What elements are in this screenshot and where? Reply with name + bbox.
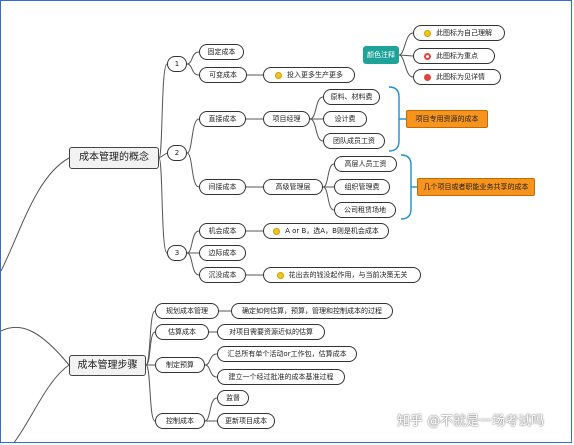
indirect-item-executive-salary[interactable]: 高层人员工资 xyxy=(334,156,397,172)
self-understanding-icon xyxy=(275,71,282,79)
indirect-cost-node[interactable]: 间接成本 xyxy=(199,179,246,195)
legend-item-see-details[interactable]: 此图标为见详情 xyxy=(413,69,501,85)
sunk-cost-node[interactable]: 沉没成本 xyxy=(199,267,246,283)
indirect-summary-node[interactable]: 几个项目或者职能业务共享的成本 xyxy=(417,178,535,196)
indirect-item-office-rent[interactable]: 公司租赁场地 xyxy=(334,202,396,218)
step-estimate-node[interactable]: 估算成本 xyxy=(155,324,209,340)
direct-item-materials[interactable]: 原料、材料费 xyxy=(323,89,380,105)
variable-cost-note[interactable]: 投入更多生产更多 xyxy=(263,67,355,83)
branch-2-node[interactable]: 2 xyxy=(167,145,187,161)
step-control-note-2[interactable]: 更新项目成本 xyxy=(217,413,275,429)
indirect-item-admin-fees[interactable]: 组织管理费 xyxy=(334,179,390,195)
sunk-cost-note[interactable]: 花出去的钱没起作用，与当前决策无关 xyxy=(263,267,421,283)
project-manager-node[interactable]: 项目经理 xyxy=(263,111,310,127)
step-control-note-1[interactable]: 监督 xyxy=(217,390,249,406)
opportunity-cost-note[interactable]: A or B，选A，B则是机会成本 xyxy=(263,223,389,239)
watermark-text: 知乎 @不就是一场考试吗 xyxy=(397,414,545,429)
fixed-cost-node[interactable]: 固定成本 xyxy=(199,44,244,60)
branch-3-node[interactable]: 3 xyxy=(167,245,187,261)
legend-item-key-point[interactable]: 此图标为重点 xyxy=(413,48,495,64)
legend-title-node[interactable]: 颜色注释 xyxy=(363,46,399,64)
senior-management-node[interactable]: 高级管理层 xyxy=(263,179,323,195)
direct-summary-node[interactable]: 项目专用资源的成本 xyxy=(406,110,488,128)
self-understanding-icon xyxy=(273,227,281,235)
key-point-icon xyxy=(424,52,431,60)
step-estimate-note[interactable]: 对项目需要资源近似的估算 xyxy=(217,324,325,340)
step-plan-note[interactable]: 确定如何估算，预算，管理和控制成本的过程 xyxy=(231,303,393,319)
step-budget-note-1[interactable]: 汇总所有单个活动or工作包，估算成本 xyxy=(217,346,357,362)
opportunity-cost-node[interactable]: 机会成本 xyxy=(199,223,246,239)
concept-main-node[interactable]: 成本管理的概念 xyxy=(69,147,159,169)
self-understanding-icon xyxy=(276,271,284,279)
step-budget-note-2[interactable]: 建立一个经过批准的成本基准过程 xyxy=(217,369,345,385)
direct-item-design[interactable]: 设计费 xyxy=(323,111,367,127)
steps-main-node[interactable]: 成本管理步骤 xyxy=(69,355,146,376)
marginal-cost-node[interactable]: 边际成本 xyxy=(199,245,246,261)
step-plan-node[interactable]: 规划成本管理 xyxy=(155,303,219,319)
legend-item-self-understanding[interactable]: 此图标为自己理解 xyxy=(413,25,505,41)
see-details-icon xyxy=(424,73,431,81)
variable-cost-node[interactable]: 可变成本 xyxy=(199,67,247,83)
step-budget-node[interactable]: 制定预算 xyxy=(155,357,205,373)
branch-1-node[interactable]: 1 xyxy=(167,56,187,72)
step-control-node[interactable]: 控制成本 xyxy=(155,413,205,429)
self-understanding-icon xyxy=(424,29,431,37)
direct-item-team-salary[interactable]: 团队成员工资 xyxy=(323,133,385,149)
direct-cost-node[interactable]: 直接成本 xyxy=(199,111,246,127)
